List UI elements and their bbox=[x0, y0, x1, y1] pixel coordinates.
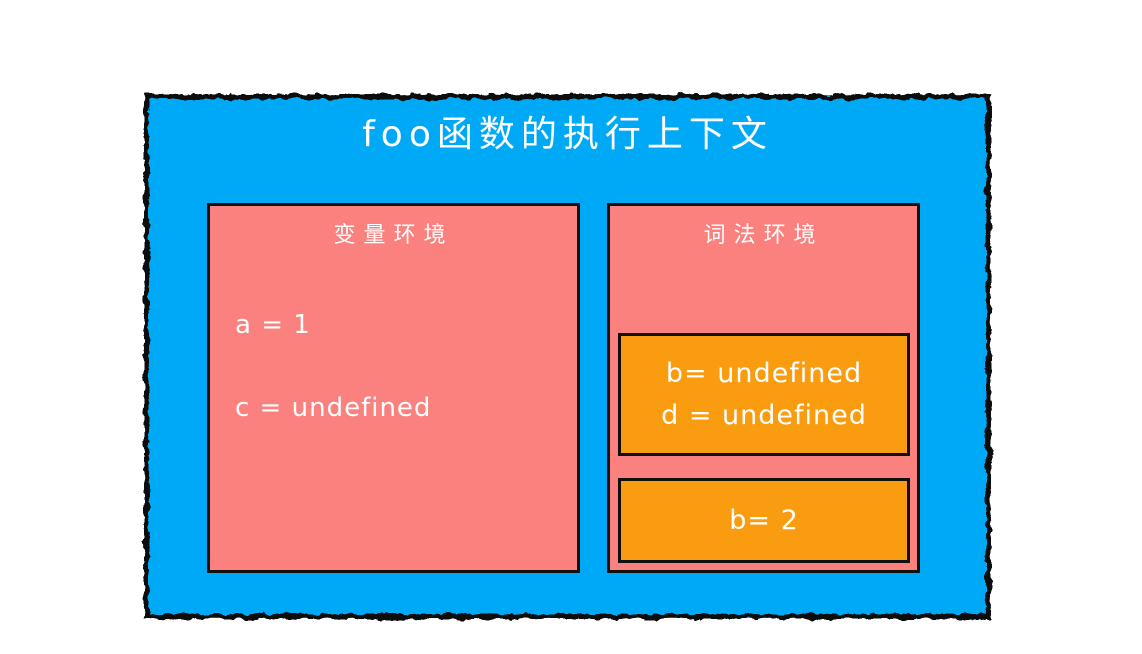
execution-context-box: foo函数的执行上下文 变量环境 a = 1 c = undefined 词法环… bbox=[144, 94, 991, 619]
lexical-environment-label: 词法环境 bbox=[703, 223, 824, 248]
variable-environment-box: 变量环境 a = 1 c = undefined bbox=[207, 203, 580, 573]
lexical-entry-b-2: b= 2 bbox=[729, 504, 799, 536]
lexical-environment-box: 词法环境 b= undefined d = undefined b= 2 bbox=[607, 203, 920, 573]
lexical-entry-b-undefined: b= undefined bbox=[665, 357, 863, 389]
lexical-scope-block-inner: b= 2 bbox=[618, 478, 910, 563]
lexical-entry-d-undefined: d = undefined bbox=[661, 399, 867, 431]
execution-context-title: foo函数的执行上下文 bbox=[362, 114, 773, 155]
variable-entry-a: a = 1 bbox=[235, 310, 311, 340]
variable-entry-c: c = undefined bbox=[235, 393, 432, 423]
lexical-scope-block-outer: b= undefined d = undefined bbox=[618, 333, 910, 456]
variable-environment-label: 变量环境 bbox=[333, 223, 454, 248]
